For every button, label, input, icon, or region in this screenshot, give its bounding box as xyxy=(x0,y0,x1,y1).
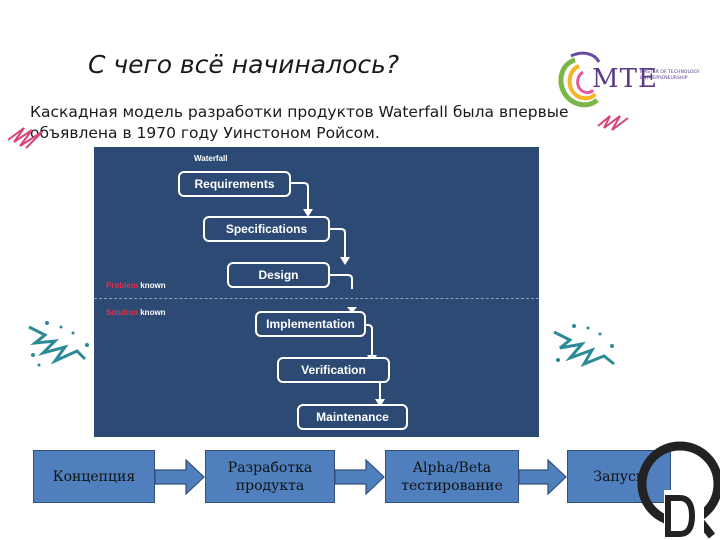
qd-logo xyxy=(637,441,720,540)
waterfall-diagram: Waterfall Requirements Specifications De… xyxy=(94,147,539,437)
mte-logo xyxy=(558,51,601,108)
waterfall-step-specifications: Specifications xyxy=(203,216,330,242)
waterfall-heading: Waterfall xyxy=(194,154,228,163)
waterfall-step-verification: Verification xyxy=(277,357,390,383)
logo-subtitle: Master of Technology Entrepreneurship xyxy=(640,70,700,81)
teal-splash-decoration xyxy=(553,324,615,367)
stage-concept: Концепция xyxy=(33,450,155,503)
logo-abbr: MTE xyxy=(592,64,658,94)
waterfall-step-design: Design xyxy=(227,262,330,288)
slide-title: С чего всё начиналось? xyxy=(88,50,400,79)
pink-scribble-decoration xyxy=(597,115,629,131)
waterfall-step-maintenance: Maintenance xyxy=(297,404,408,430)
teal-splash-decoration xyxy=(28,321,89,367)
pink-scribble-decoration xyxy=(7,127,43,149)
phase-divider xyxy=(94,298,539,299)
intro-text: Каскадная модель разработки продуктов Wa… xyxy=(30,103,569,142)
waterfall-step-requirements: Requirements xyxy=(178,171,291,197)
stage-product-development: Разработка продукта xyxy=(205,450,335,503)
solution-known-label: Solution known xyxy=(106,308,166,317)
problem-known-label: Problem known xyxy=(106,281,166,290)
stage-alpha-beta-testing: Alpha/Beta тестирование xyxy=(385,450,519,503)
waterfall-step-implementation: Implementation xyxy=(255,311,366,337)
